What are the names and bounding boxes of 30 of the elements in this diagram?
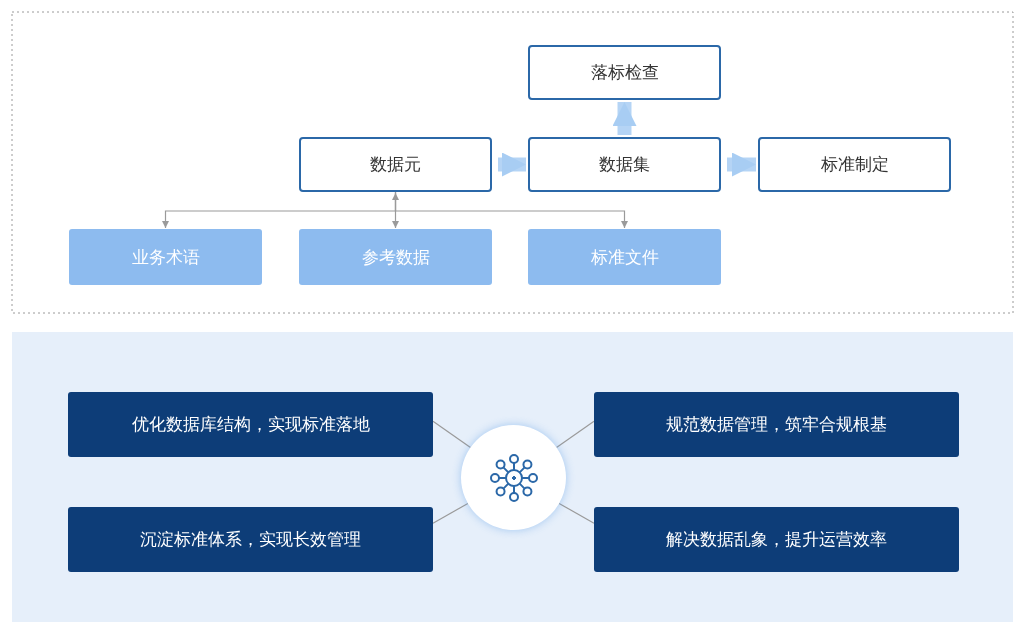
- arrow: [391, 192, 400, 229]
- box-label: 标准文件: [590, 245, 659, 269]
- process-box: [758, 137, 951, 192]
- category-box: [528, 229, 721, 285]
- block-arrow: [612, 102, 637, 135]
- connector-line: [432, 502, 469, 524]
- benefit-box: [68, 392, 433, 457]
- block-arrow: [498, 152, 526, 177]
- benefit-box: [594, 392, 959, 457]
- process-box: [528, 137, 721, 192]
- box-label: 沉淀标准体系，实现长效管理: [140, 528, 361, 551]
- box-label: 优化数据库结构，实现标准落地: [131, 413, 370, 436]
- box-label: 解决数据乱象，提升运营效率: [666, 528, 887, 551]
- category-box: [299, 229, 492, 285]
- box-label: 业务术语: [131, 245, 200, 269]
- box-label: 数据集: [599, 153, 650, 176]
- process-box: [528, 45, 721, 100]
- benefit-box: [68, 507, 433, 572]
- connector-line: [432, 420, 472, 449]
- benefit-box: [594, 507, 959, 572]
- process-box: [299, 137, 492, 192]
- category-box: [69, 229, 262, 285]
- box-label: 规范数据管理，筑牢合规根基: [666, 413, 887, 436]
- connector-line: [555, 420, 595, 449]
- box-label: 参考数据: [361, 245, 430, 269]
- box-label: 标准制定: [820, 153, 889, 176]
- arrow: [394, 191, 629, 229]
- box-label: 落标检查: [590, 61, 659, 84]
- box-label: 数据元: [370, 153, 421, 176]
- block-arrow: [727, 152, 756, 177]
